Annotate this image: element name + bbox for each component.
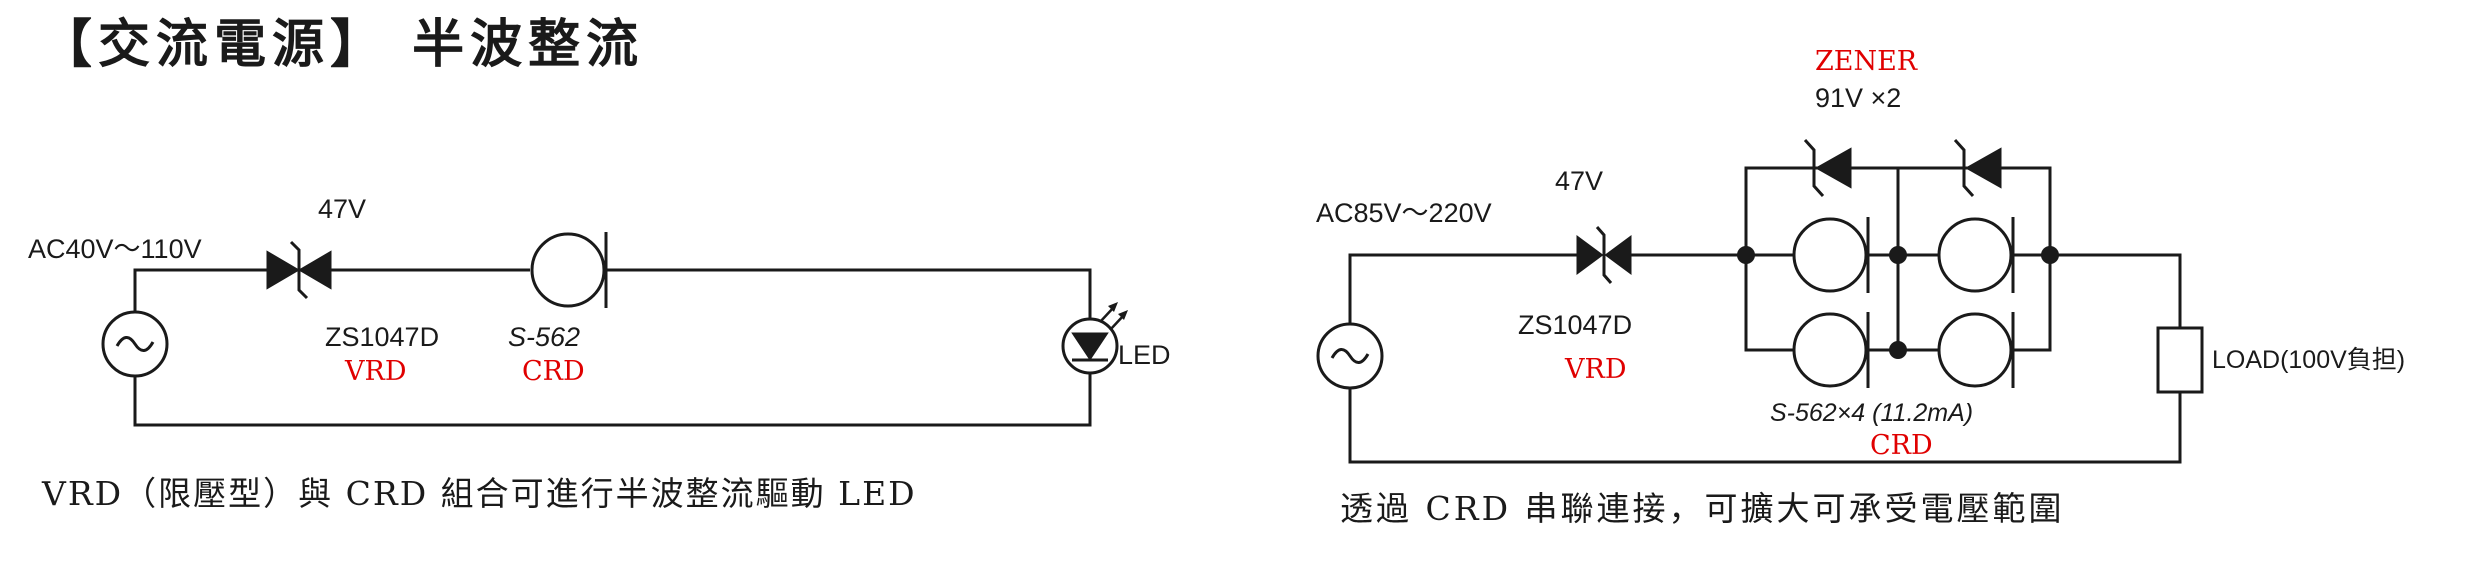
left-crd-tag: CRD [522,356,585,387]
left-vrd-icon [266,240,332,300]
right-source-label: AC85V～220V [1316,198,1492,228]
left-wire-top [133,268,268,312]
load-label: LOAD(100V負担) [2212,346,2405,374]
right-crd-part: S-562×4 (11.2mA) [1770,399,1973,427]
led-icon [1061,302,1128,375]
zener-spec: 91V ×2 [1815,83,1901,113]
right-vrd-part: ZS1047D [1518,310,1632,340]
left-ac-source-icon [101,310,169,378]
left-vrd-voltage: 47V [318,194,366,224]
crd-4-icon [1937,312,2015,388]
left-source-label: AC40V～110V [28,234,202,264]
left-wire-crd-led [606,268,1092,320]
right-caption: 透過 CRD 串聯連接，可擴大可承受電壓範圍 [1340,489,2065,528]
right-vrd-tag: VRD [1564,354,1626,385]
junction-dots [1737,246,2059,359]
right-wire-bottom [1348,388,2182,464]
right-vrd-voltage: 47V [1555,166,1603,196]
zener-diode-1-icon [1803,138,1852,198]
right-vrd-icon [1576,226,1632,284]
right-circuit [1316,138,2204,464]
load-icon [2156,326,2204,394]
left-caption: VRD（限壓型）與 CRD 組合可進行半波整流驅動 LED [41,474,917,513]
left-wire-bottom [133,372,1092,427]
left-vrd-part: ZS1047D [325,322,439,352]
left-crd-icon [530,232,608,308]
crd-1-icon [1792,217,1870,293]
left-vrd-tag: VRD [344,356,406,387]
zener-tag: ZENER [1815,46,1918,77]
right-wire-top-left [1348,253,1578,325]
right-crd-tag: CRD [1870,430,1933,461]
right-ac-source-icon [1316,322,1384,390]
crd-3-icon [1792,312,1870,388]
page-title: 【交流電源】 半波整流 [40,14,644,75]
left-circuit [101,232,1128,427]
led-label: LED [1118,340,1171,370]
right-wire-to-load [2050,253,2182,328]
crd-2-icon [1937,217,2015,293]
left-crd-part: S-562 [508,322,580,352]
zener-diode-2-icon [1953,138,2002,198]
